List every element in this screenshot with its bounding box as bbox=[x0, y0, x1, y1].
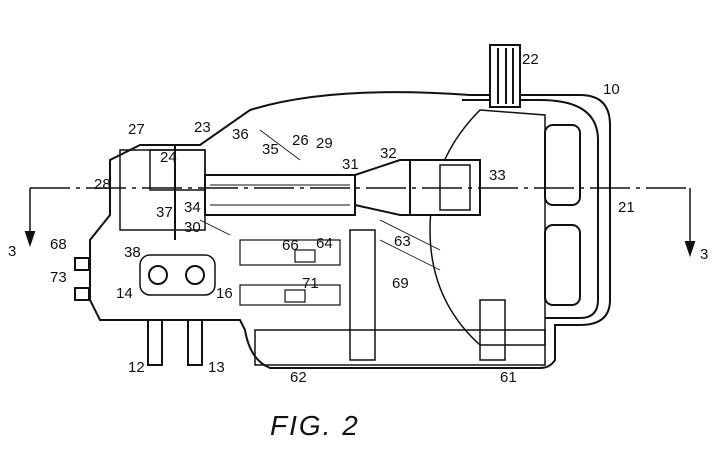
label-38: 38 bbox=[124, 244, 141, 261]
label-14: 14 bbox=[116, 285, 133, 302]
label-71: 71 bbox=[302, 275, 319, 292]
label-63: 63 bbox=[394, 233, 411, 250]
housing-outline bbox=[89, 91, 611, 369]
label-26: 26 bbox=[292, 132, 309, 149]
label-10: 10 bbox=[603, 81, 620, 98]
label-32: 32 bbox=[380, 145, 397, 162]
label-16: 16 bbox=[216, 285, 233, 302]
label-21: 21 bbox=[618, 199, 635, 216]
label-64: 64 bbox=[316, 235, 333, 252]
label-13: 13 bbox=[208, 359, 225, 376]
label-36: 36 bbox=[232, 126, 249, 143]
label-30: 30 bbox=[184, 219, 201, 236]
label-35: 35 bbox=[262, 141, 279, 158]
label-61: 61 bbox=[500, 369, 517, 386]
label-34: 34 bbox=[184, 199, 201, 216]
label-37: 37 bbox=[156, 204, 173, 221]
label-22: 22 bbox=[522, 51, 539, 68]
label-62: 62 bbox=[290, 369, 307, 386]
label-68: 68 bbox=[50, 236, 67, 253]
label-3-left: 3 bbox=[8, 243, 17, 260]
label-69: 69 bbox=[392, 275, 409, 292]
figure-caption: FIG. 2 bbox=[270, 410, 360, 441]
label-73: 73 bbox=[50, 269, 67, 286]
label-3-right: 3 bbox=[700, 246, 709, 263]
label-29: 29 bbox=[316, 135, 333, 152]
label-23: 23 bbox=[194, 119, 211, 136]
label-31: 31 bbox=[342, 156, 359, 173]
label-12: 12 bbox=[128, 359, 145, 376]
label-24: 24 bbox=[160, 149, 177, 166]
label-27: 27 bbox=[128, 121, 145, 138]
label-33: 33 bbox=[489, 167, 506, 184]
label-66: 66 bbox=[282, 237, 299, 254]
label-28: 28 bbox=[94, 176, 111, 193]
